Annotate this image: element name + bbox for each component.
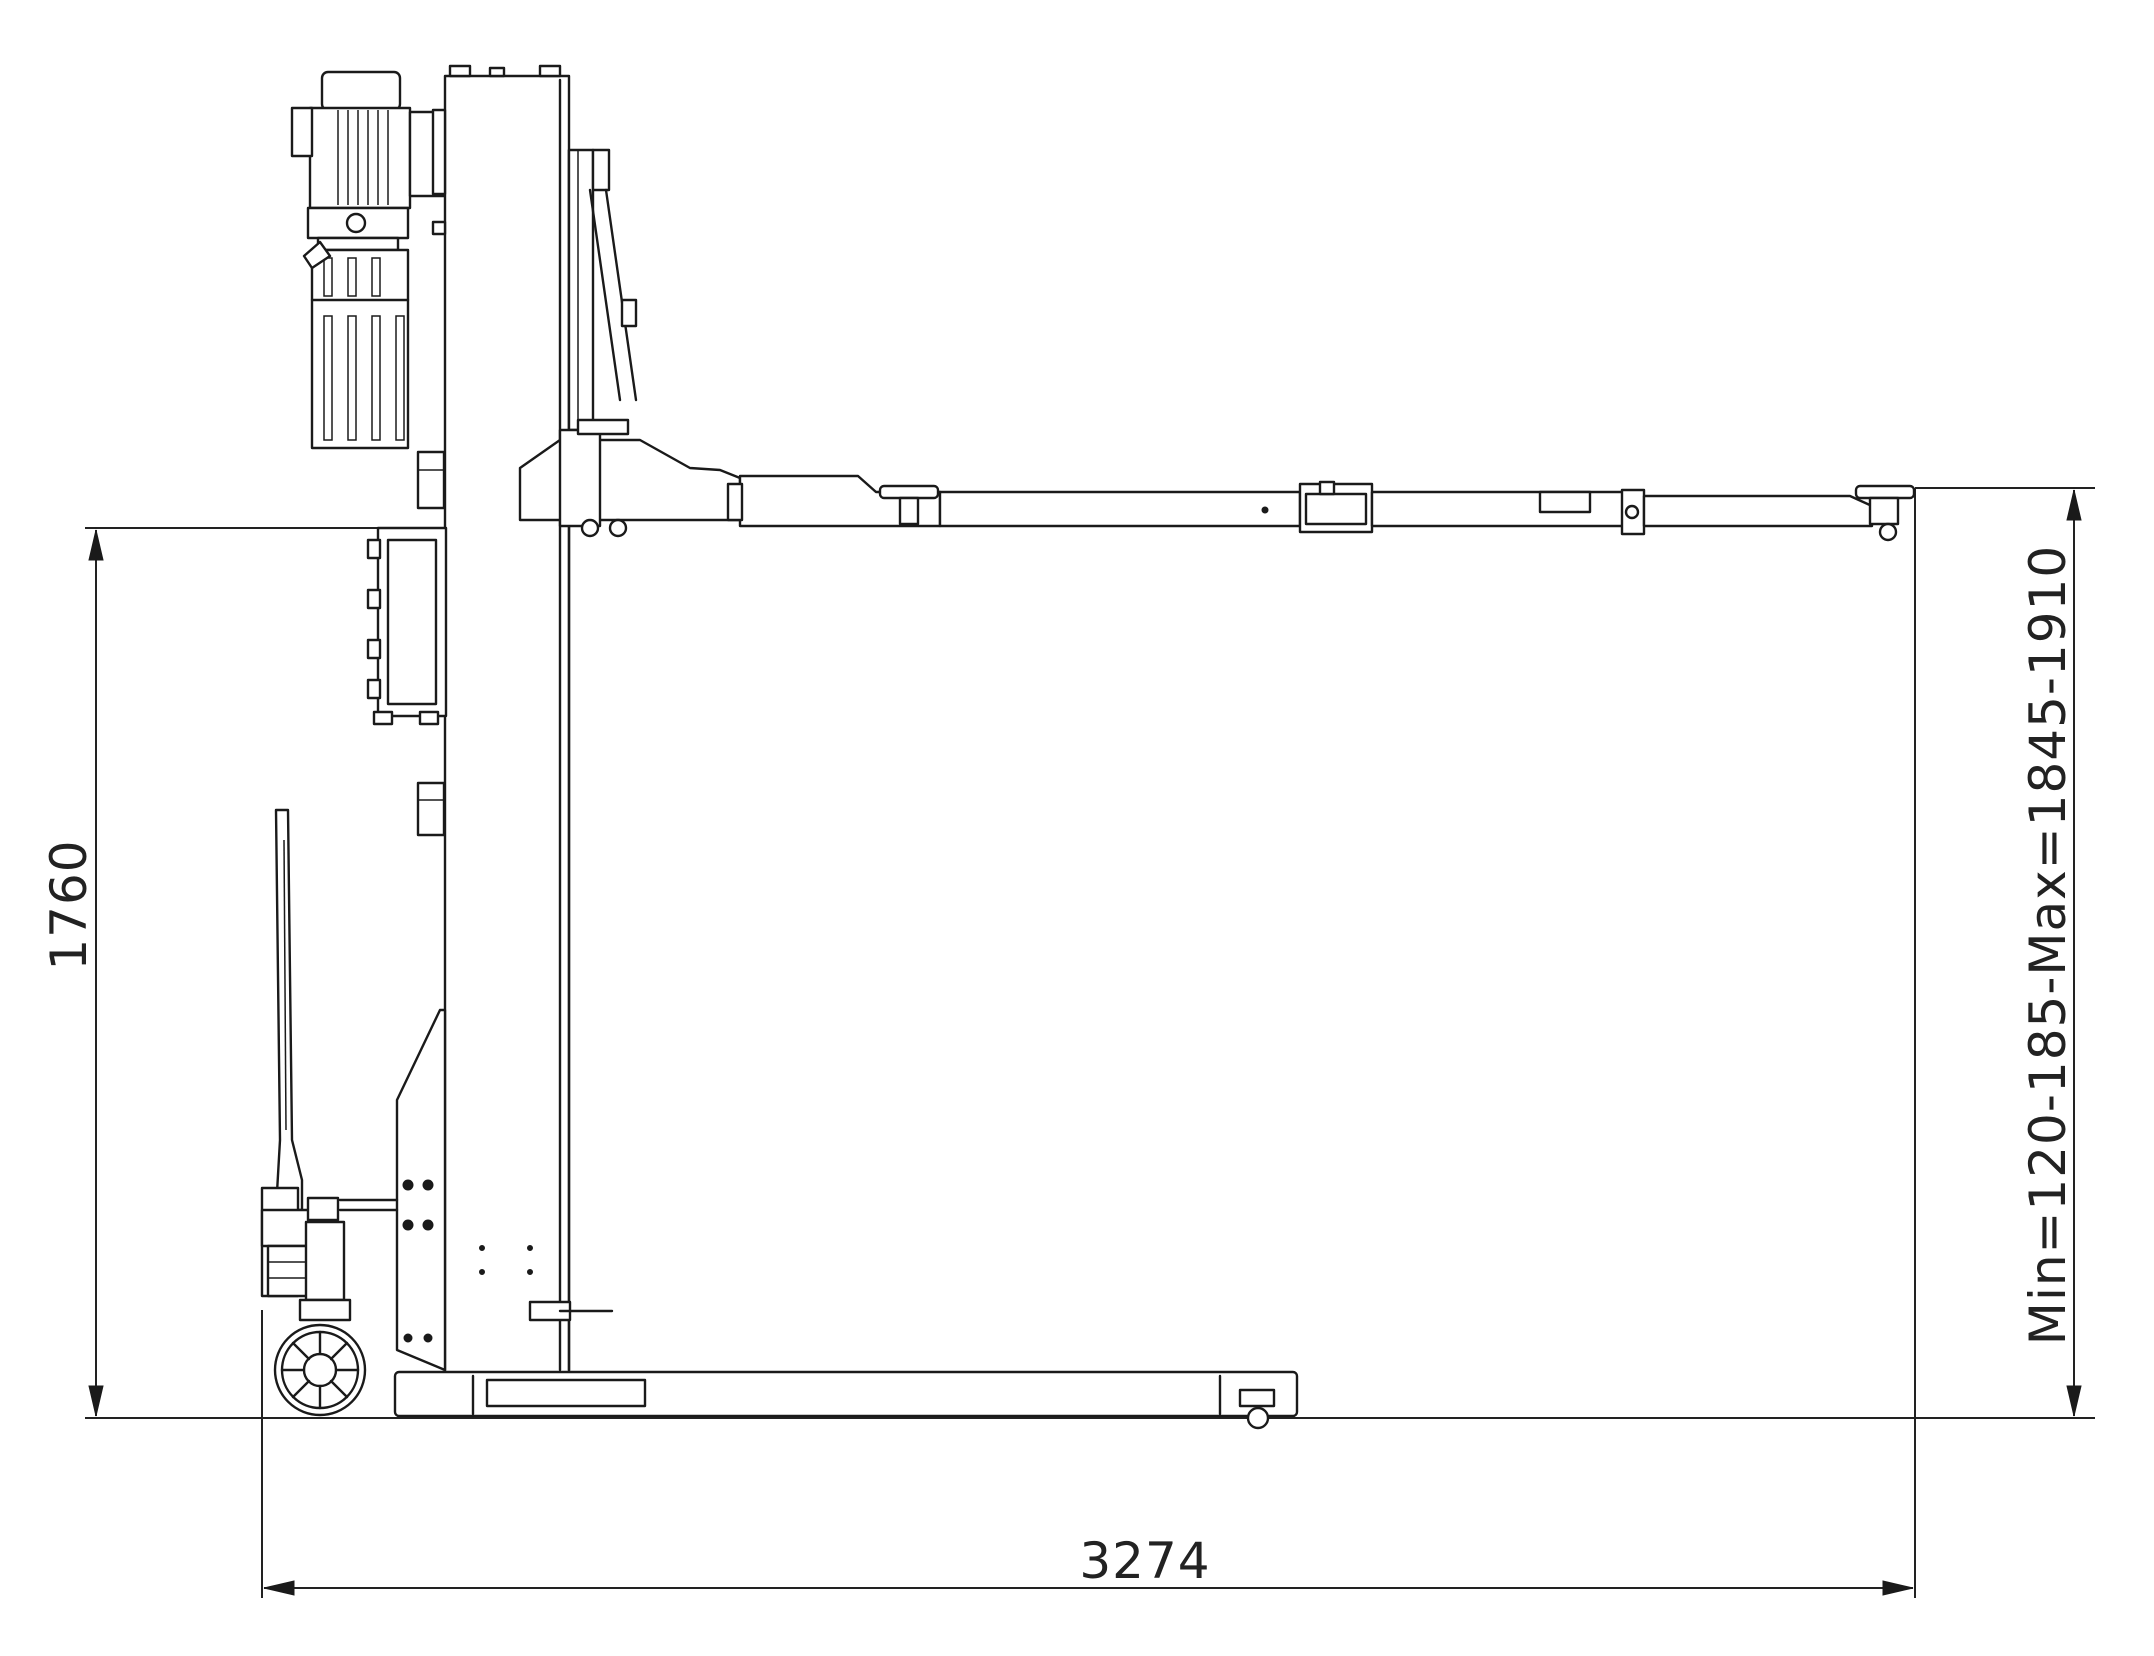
transport-wheel xyxy=(273,1323,367,1417)
base-frame xyxy=(393,1370,1299,1430)
width-dimension: 3274 xyxy=(261,488,1916,1598)
lifting-arm xyxy=(518,418,1916,542)
width-dimension-label: 3274 xyxy=(1079,1532,1210,1590)
transport-handle xyxy=(260,808,399,1322)
height-dimension: 1760 xyxy=(40,527,400,1417)
lift-range-dimension-label: Min=120-185-Max=1845-1910 xyxy=(2019,545,2077,1345)
height-dimension-label: 1760 xyxy=(40,839,98,970)
base-gusset xyxy=(395,1008,447,1372)
column xyxy=(416,64,638,1378)
motor-pump-unit xyxy=(290,70,446,450)
control-box xyxy=(366,526,448,726)
lift-range-dimension: Min=120-185-Max=1845-1910 xyxy=(1915,487,2095,1417)
